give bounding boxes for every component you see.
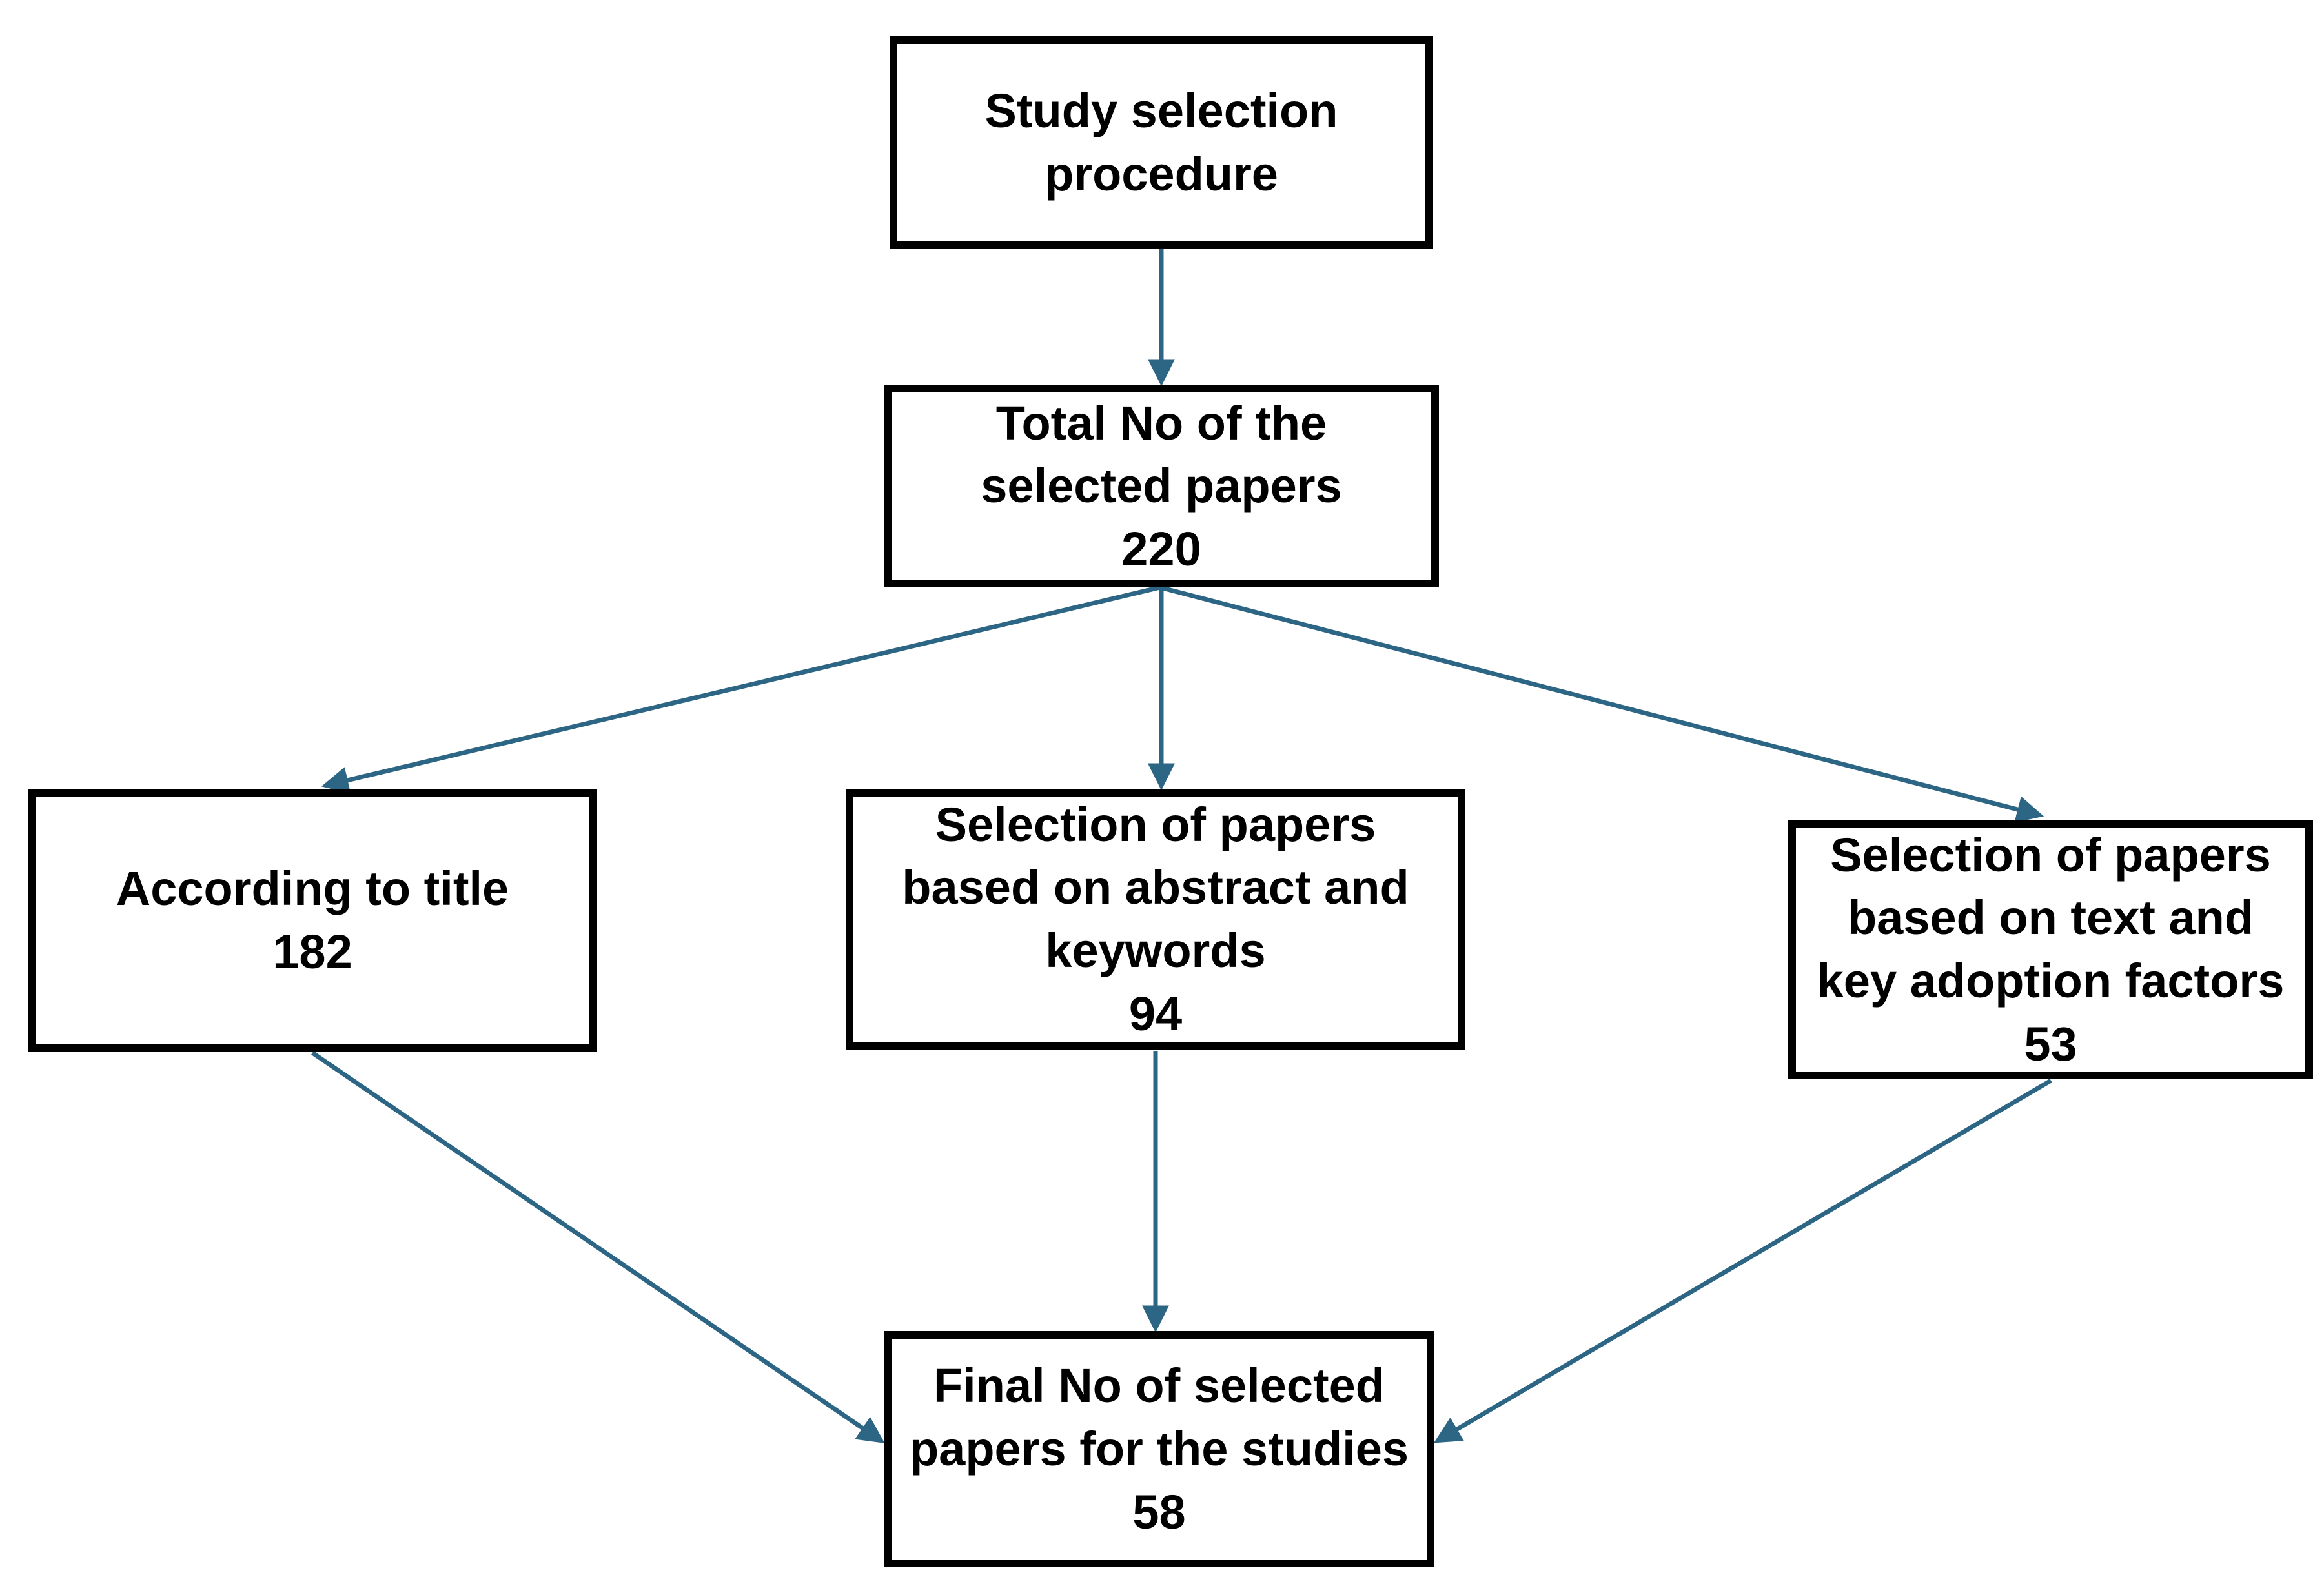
node-according-to-title: According to title 182 xyxy=(28,789,597,1052)
node-label: Final No of selected papers for the stud… xyxy=(909,1359,1409,1476)
node-label: Total No of the selected papers xyxy=(981,396,1342,513)
arrow-total-to-text-factors xyxy=(1159,585,2044,823)
node-label: Selection of papers based on abstract an… xyxy=(902,797,1409,977)
node-final-selected-papers: Final No of selected papers for the stud… xyxy=(884,1331,1434,1567)
arrow-text-factors-to-final xyxy=(1433,1078,2052,1443)
node-label: According to title xyxy=(116,862,509,916)
node-count: 182 xyxy=(272,925,352,979)
node-count: 58 xyxy=(1132,1485,1186,1539)
node-count: 94 xyxy=(1128,986,1183,1041)
node-total-selected-papers: Total No of the selected papers 220 xyxy=(884,385,1439,587)
node-label: Study selection procedure xyxy=(984,84,1338,201)
node-count: 53 xyxy=(2024,1017,2077,1071)
node-selection-text-adoption-factors: Selection of papers based on text and ke… xyxy=(1788,820,2313,1079)
node-label: Selection of papers based on text and ke… xyxy=(1817,828,2285,1008)
node-count: 220 xyxy=(1121,522,1201,576)
node-selection-abstract-keywords: Selection of papers based on abstract an… xyxy=(846,789,1465,1050)
arrow-total-to-title xyxy=(321,585,1161,794)
node-study-selection-procedure: Study selection procedure xyxy=(890,36,1433,249)
arrow-title-to-final xyxy=(311,1051,885,1443)
